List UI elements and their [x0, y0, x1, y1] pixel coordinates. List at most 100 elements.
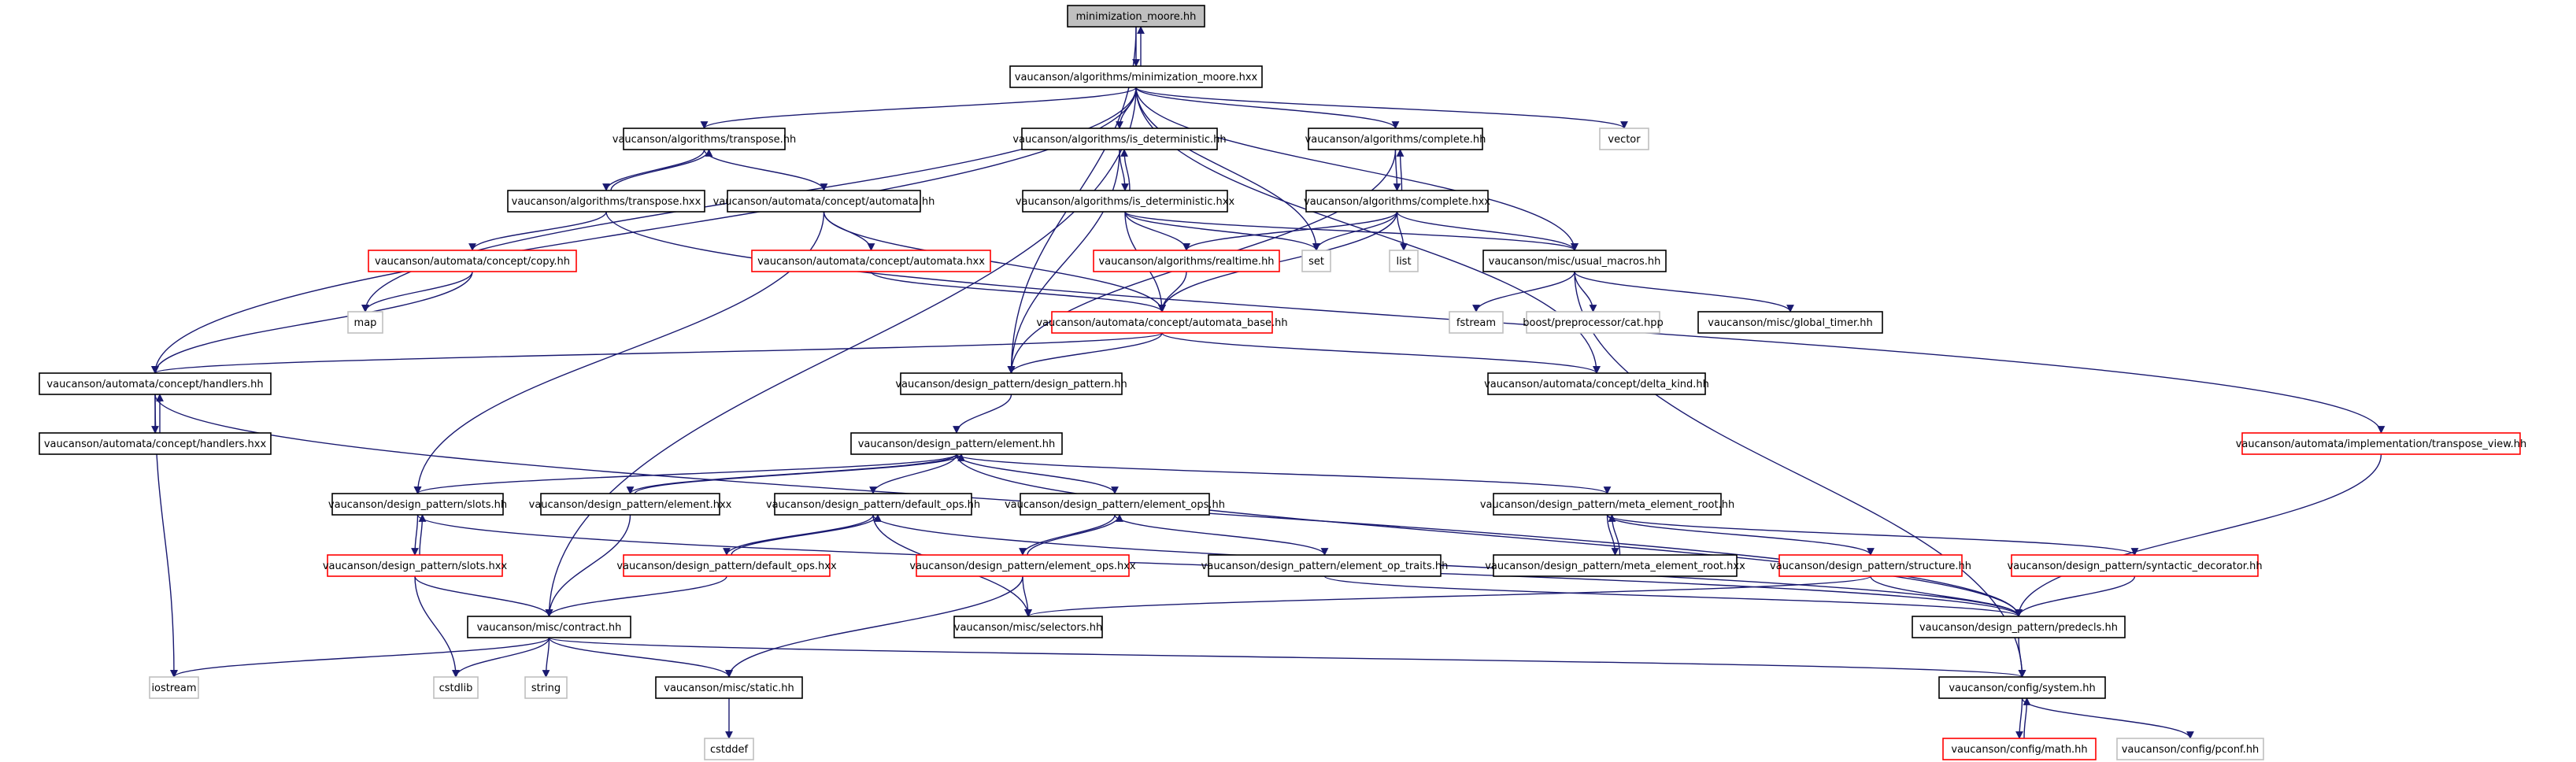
edge-vaucanson-design-pattern-default-ops-hxx-to-vaucanson-misc-contract-hh [545, 575, 727, 617]
node-vaucanson-automata-concept-automata-hxx[interactable]: vaucanson/automata/concept/automata.hxx [751, 250, 991, 272]
node-box [623, 554, 831, 577]
edge-vaucanson-automata-implementation-transpose-view-hh-to-vaucanson-design-pattern-predecls-hh [2015, 453, 2382, 617]
node-box [1942, 738, 2097, 760]
node-box [331, 493, 504, 516]
node-box [1487, 372, 1706, 395]
node-box [1697, 311, 1883, 334]
edge-vaucanson-config-system-hh-to-vaucanson-config-math-hh [2015, 697, 2023, 739]
node-vaucanson-design-pattern-design-pattern-hh[interactable]: vaucanson/design_pattern/design_pattern.… [895, 372, 1127, 395]
node-box [953, 616, 1103, 638]
node-vaucanson-design-pattern-slots-hh[interactable]: vaucanson/design_pattern/slots.hh [328, 493, 507, 516]
node-box [1208, 554, 1442, 577]
node-iostream: iostream [149, 676, 199, 699]
node-label: vaucanson/algorithms/is_deterministic.hh [1012, 134, 1226, 146]
node-box [623, 128, 786, 150]
edge-vaucanson-design-pattern-element-hh-to-vaucanson-design-pattern-default-ops-hh [869, 453, 957, 494]
node-vaucanson-algorithms-transpose-hh[interactable]: vaucanson/algorithms/transpose.hh [613, 128, 797, 150]
node-list: list [1389, 250, 1419, 272]
edge-vaucanson-design-pattern-structure-hh-to-vaucanson-design-pattern-predecls-hh [1870, 575, 2023, 617]
node-vaucanson-misc-global-timer-hh[interactable]: vaucanson/misc/global_timer.hh [1697, 311, 1883, 334]
node-vaucanson-design-pattern-default-ops-hxx[interactable]: vaucanson/design_pattern/default_ops.hxx [616, 554, 837, 577]
node-label: vaucanson/design_pattern/slots.hh [328, 499, 507, 511]
node-vaucanson-algorithms-complete-hxx[interactable]: vaucanson/algorithms/complete.hxx [1304, 190, 1490, 213]
node-box [540, 493, 720, 516]
node-vaucanson-automata-concept-copy-hh[interactable]: vaucanson/automata/concept/copy.hh [368, 250, 577, 272]
node-vaucanson-algorithms-is-deterministic-hxx[interactable]: vaucanson/algorithms/is_deterministic.hx… [1016, 190, 1235, 213]
node-vaucanson-misc-static-hh[interactable]: vaucanson/misc/static.hh [655, 676, 803, 699]
node-vaucanson-algorithms-transpose-hxx[interactable]: vaucanson/algorithms/transpose.hxx [507, 190, 705, 213]
edge-vaucanson-automata-concept-automata-hh-to-vaucanson-automata-concept-automata-base-hh [823, 211, 1166, 313]
node-box [1526, 311, 1660, 334]
node-vaucanson-design-pattern-predecls-hh[interactable]: vaucanson/design_pattern/predecls.hh [1912, 616, 2126, 638]
node-box [347, 311, 383, 334]
node-label: vaucanson/design_pattern/default_ops.hxx [616, 560, 837, 572]
edge-vaucanson-design-pattern-syntactic-decorator-hh-to-vaucanson-design-pattern-predecls-hh [2015, 575, 2136, 617]
node-cstddef: cstddef [704, 738, 754, 760]
edge-vaucanson-design-pattern-element-hxx-to-vaucanson-misc-contract-hh [545, 514, 631, 617]
node-box [1449, 311, 1504, 334]
edge-vaucanson-algorithms-is-deterministic-hh-to-vaucanson-design-pattern-design-pattern-hh [1007, 149, 1120, 374]
node-box [149, 676, 199, 699]
node-vaucanson-design-pattern-element-hxx[interactable]: vaucanson/design_pattern/element.hxx [529, 493, 732, 516]
node-fstream: fstream [1449, 311, 1504, 334]
node-vaucanson-design-pattern-meta-element-root-hxx[interactable]: vaucanson/design_pattern/meta_element_ro… [1485, 554, 1745, 577]
node-vaucanson-design-pattern-slots-hxx[interactable]: vaucanson/design_pattern/slots.hxx [323, 554, 508, 577]
node-vaucanson-algorithms-is-deterministic-hh[interactable]: vaucanson/algorithms/is_deterministic.hh [1012, 128, 1227, 150]
node-box [327, 554, 503, 577]
node-label: boost/preprocessor/cat.hpp [1523, 317, 1663, 329]
node-vaucanson-design-pattern-element-hh[interactable]: vaucanson/design_pattern/element.hh [850, 432, 1063, 455]
node-vaucanson-config-system-hh[interactable]: vaucanson/config/system.hh [1938, 676, 2106, 699]
node-vaucanson-design-pattern-element-ops-hxx[interactable]: vaucanson/design_pattern/element_ops.hxx [909, 554, 1136, 577]
node-label: vaucanson/design_pattern/slots.hxx [323, 560, 508, 572]
node-label: vaucanson/algorithms/complete.hxx [1304, 196, 1490, 208]
node-box [39, 432, 272, 455]
edge-vaucanson-misc-contract-hh-to-iostream [170, 637, 550, 678]
node-label: fstream [1456, 317, 1496, 329]
node-vaucanson-misc-selectors-hh[interactable]: vaucanson/misc/selectors.hh [953, 616, 1103, 638]
node-vaucanson-algorithms-complete-hh[interactable]: vaucanson/algorithms/complete.hh [1305, 128, 1486, 150]
node-vaucanson-automata-concept-delta-kind-hh[interactable]: vaucanson/automata/concept/delta_kind.hh [1484, 372, 1709, 395]
edge-vaucanson-config-math-hh-to-vaucanson-config-system-hh [2023, 697, 2031, 739]
edge-vaucanson-automata-concept-copy-hh-to-vaucanson-automata-concept-handlers-hh [151, 271, 473, 374]
edge-vaucanson-algorithms-minimization-moore-hxx-to-set [1135, 87, 1320, 251]
node-vaucanson-algorithms-realtime-hh[interactable]: vaucanson/algorithms/realtime.hh [1093, 250, 1280, 272]
node-vaucanson-automata-implementation-transpose-view-hh[interactable]: vaucanson/automata/implementation/transp… [2236, 432, 2527, 455]
node-vaucanson-design-pattern-meta-element-root-hh[interactable]: vaucanson/design_pattern/meta_element_ro… [1480, 493, 1734, 516]
edge-vaucanson-misc-contract-hh-to-cstdlib [452, 637, 550, 678]
node-vaucanson-automata-concept-automata-base-hh[interactable]: vaucanson/automata/concept/automata_base… [1036, 311, 1288, 334]
edge-vaucanson-design-pattern-predecls-hh-to-vaucanson-config-system-hh [2018, 637, 2026, 678]
node-label: vaucanson/automata/concept/automata.hh [713, 196, 935, 208]
edge-vaucanson-design-pattern-structure-hh-to-vaucanson-misc-selectors-hh [1024, 575, 1871, 617]
node-label: vaucanson/algorithms/transpose.hxx [512, 196, 701, 208]
node-cstdlib: cstdlib [433, 676, 479, 699]
node-box [1493, 493, 1722, 516]
node-set: set [1301, 250, 1331, 272]
node-vaucanson-config-math-hh[interactable]: vaucanson/config/math.hh [1942, 738, 2097, 760]
node-vaucanson-design-pattern-element-ops-hh[interactable]: vaucanson/design_pattern/element_ops.hh [1005, 493, 1225, 516]
node-label: iostream [151, 682, 196, 694]
edge-vaucanson-algorithms-realtime-hh-to-vaucanson-automata-concept-automata-base-hh [1158, 271, 1187, 313]
node-vaucanson-design-pattern-syntactic-decorator-hh[interactable]: vaucanson/design_pattern/syntactic_decor… [2007, 554, 2263, 577]
node-vaucanson-automata-concept-automata-hh[interactable]: vaucanson/automata/concept/automata.hh [713, 190, 935, 213]
node-label: vaucanson/automata/concept/copy.hh [375, 256, 570, 268]
node-vaucanson-automata-concept-handlers-hh[interactable]: vaucanson/automata/concept/handlers.hh [39, 372, 272, 395]
node-vaucanson-design-pattern-default-ops-hh[interactable]: vaucanson/design_pattern/default_ops.hh [766, 493, 980, 516]
node-vaucanson-misc-usual-macros-hh[interactable]: vaucanson/misc/usual_macros.hh [1482, 250, 1667, 272]
edge-vaucanson-design-pattern-slots-hh-to-vaucanson-design-pattern-slots-hxx [411, 514, 419, 556]
node-box [1051, 311, 1273, 334]
node-vaucanson-design-pattern-structure-hh[interactable]: vaucanson/design_pattern/structure.hh [1770, 554, 1971, 577]
node-vaucanson-automata-concept-handlers-hxx[interactable]: vaucanson/automata/concept/handlers.hxx [39, 432, 272, 455]
node-label: map [354, 317, 377, 329]
node-vaucanson-algorithms-minimization-moore-hxx[interactable]: vaucanson/algorithms/minimization_moore.… [1009, 65, 1263, 88]
edge-vaucanson-design-pattern-element-hh-to-vaucanson-design-pattern-predecls-hh [956, 453, 2023, 617]
node-vaucanson-design-pattern-element-op-traits-hh[interactable]: vaucanson/design_pattern/element_op_trai… [1201, 554, 1449, 577]
node-label: list [1396, 256, 1411, 268]
edge-vaucanson-algorithms-complete-hxx-to-set [1312, 211, 1398, 251]
node-label: cstddef [710, 744, 749, 756]
edge-vaucanson-automata-concept-copy-hh-to-map [361, 271, 473, 313]
node-label: string [531, 682, 561, 694]
edge-vaucanson-design-pattern-meta-element-root-hh-to-vaucanson-design-pattern-meta-element-root-hxx [1606, 514, 1619, 556]
edge-vaucanson-design-pattern-meta-element-root-hh-to-vaucanson-design-pattern-syntactic-decorator-hh [1606, 514, 2139, 556]
node-vaucanson-misc-contract-hh[interactable]: vaucanson/misc/contract.hh [467, 616, 631, 638]
